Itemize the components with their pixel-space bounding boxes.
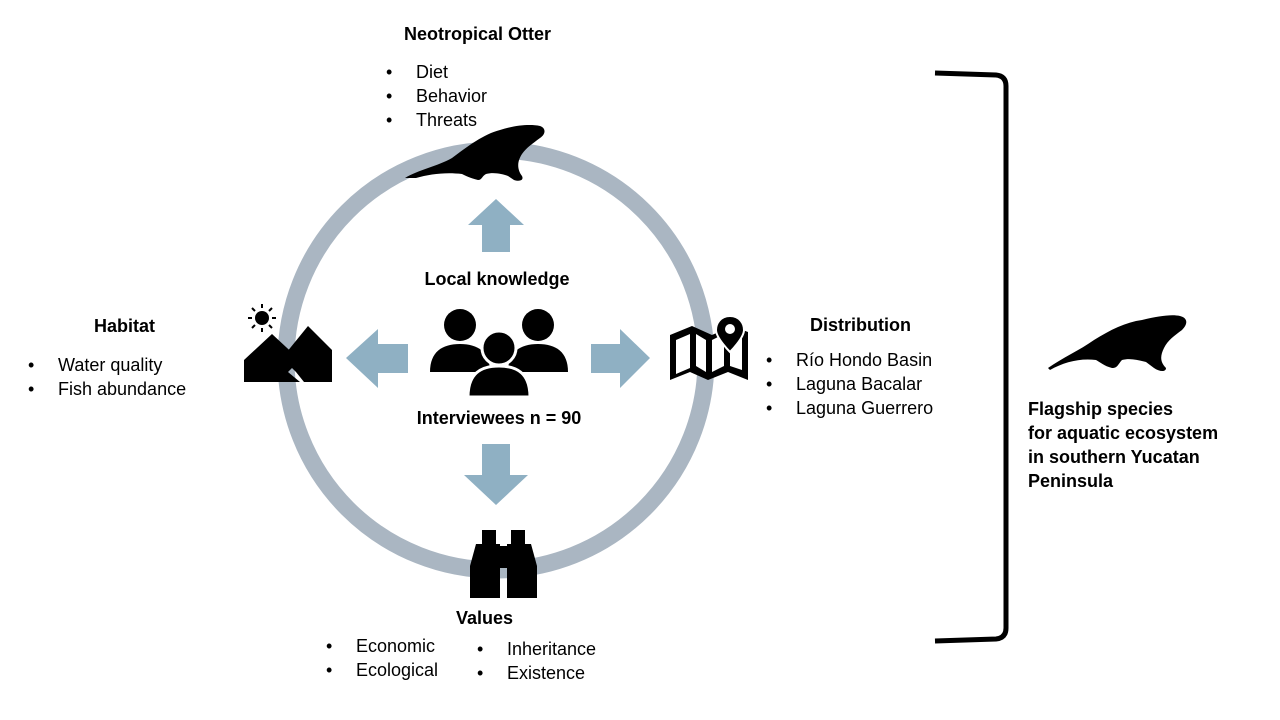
- flagship-line: for aquatic ecosystem: [1028, 423, 1219, 443]
- arrow-left: [346, 329, 408, 388]
- bracket: [934, 70, 1009, 644]
- list-item: Existence: [477, 661, 596, 685]
- flagship-line: in southern Yucatan: [1028, 447, 1200, 467]
- local-knowledge-label: Local knowledge: [424, 269, 570, 289]
- list-item: Water quality: [28, 353, 186, 377]
- values-list-left: Economic Ecological: [326, 634, 438, 682]
- habitat-heading: Habitat: [94, 316, 156, 336]
- list-item: Fish abundance: [28, 377, 186, 401]
- arrow-down: [464, 444, 528, 505]
- list-item: Ecological: [326, 658, 438, 682]
- otter-top-icon: [405, 125, 545, 181]
- otter-heading: Neotropical Otter: [404, 24, 552, 44]
- list-item: Threats: [386, 108, 487, 132]
- list-item: Behavior: [386, 84, 487, 108]
- people-group-icon: [430, 309, 568, 399]
- values-list-right: Inheritance Existence: [477, 637, 596, 685]
- otter-list: Diet Behavior Threats: [386, 60, 487, 132]
- habitat-list: Water quality Fish abundance: [28, 353, 186, 401]
- interviewees-label: Interviewees n = 90: [416, 408, 582, 428]
- values-heading: Values: [456, 608, 514, 628]
- otter-right-icon: [1048, 315, 1187, 371]
- list-item: Laguna Bacalar: [766, 372, 933, 396]
- list-item: Río Hondo Basin: [766, 348, 933, 372]
- arrow-right: [591, 329, 650, 388]
- arrow-up: [468, 199, 524, 252]
- distribution-heading: Distribution: [810, 315, 911, 335]
- mountain-sun-icon: [244, 304, 332, 382]
- flagship-line: Peninsula: [1028, 471, 1114, 491]
- list-item: Diet: [386, 60, 487, 84]
- list-item: Inheritance: [477, 637, 596, 661]
- flagship-line: Flagship species: [1028, 399, 1174, 419]
- list-item: Laguna Guerrero: [766, 396, 933, 420]
- flagship-text: Flagship species for aquatic ecosystem i…: [1028, 397, 1218, 493]
- list-item: Economic: [326, 634, 438, 658]
- distribution-list: Río Hondo Basin Laguna Bacalar Laguna Gu…: [766, 348, 933, 420]
- map-pin-icon: [670, 314, 748, 380]
- binoculars-icon: [470, 530, 537, 598]
